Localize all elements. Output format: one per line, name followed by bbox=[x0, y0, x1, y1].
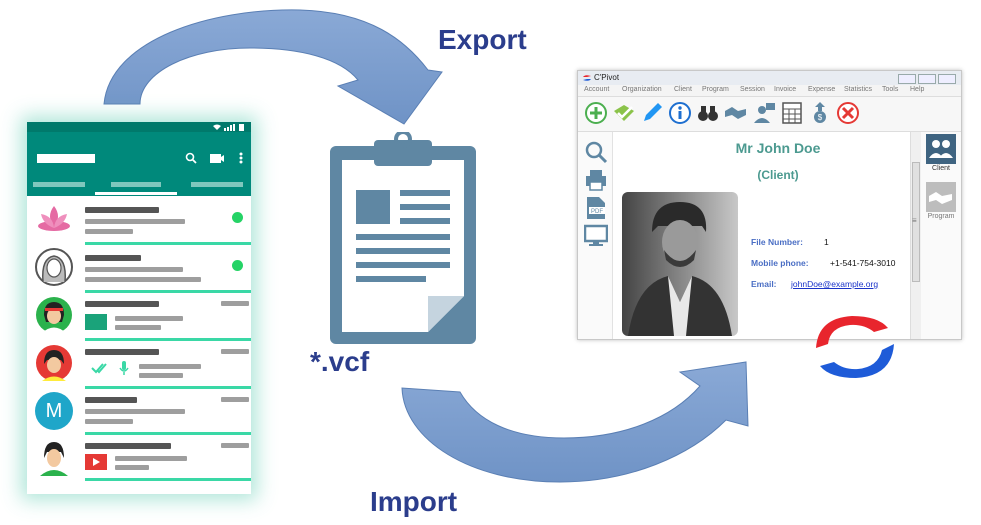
menu-client[interactable]: Client bbox=[674, 86, 692, 93]
edit-pencil-icon[interactable] bbox=[640, 101, 664, 125]
client-group-icon bbox=[926, 134, 956, 164]
phone-tabs bbox=[27, 176, 251, 196]
print-icon[interactable] bbox=[584, 168, 608, 192]
add-icon[interactable] bbox=[584, 101, 608, 125]
scrollbar-thumb[interactable] bbox=[912, 162, 920, 282]
export-arrow-shape bbox=[103, 9, 443, 125]
pdf-text: PDF bbox=[591, 209, 603, 215]
menu-tools[interactable]: Tools bbox=[882, 86, 899, 93]
menu-program[interactable]: Program bbox=[702, 86, 729, 93]
contact-name: Mr John Doe bbox=[735, 140, 821, 156]
import-label: Import bbox=[370, 486, 458, 517]
email-link[interactable]: johnDoe@example.org bbox=[791, 279, 879, 289]
status-icons bbox=[213, 124, 244, 131]
menu-account[interactable]: Account bbox=[584, 86, 610, 93]
file-number-value: 1 bbox=[824, 237, 829, 247]
more-vert-icon[interactable] bbox=[239, 152, 243, 164]
client-photo bbox=[622, 192, 738, 336]
delete-icon[interactable] bbox=[836, 101, 860, 125]
avatar-letter: M bbox=[35, 392, 73, 430]
money-arrows-icon[interactable]: $ bbox=[808, 101, 832, 125]
minimize-button[interactable] bbox=[898, 74, 916, 84]
menu-bar: Account Organization Client Program Sess… bbox=[578, 85, 961, 97]
window-title: C'Pivot bbox=[594, 73, 620, 82]
app-title-placeholder bbox=[37, 154, 95, 163]
side-tab-panel: Client Program bbox=[921, 132, 961, 339]
search-icon[interactable] bbox=[584, 140, 608, 164]
clipboard-icon bbox=[330, 132, 476, 344]
window-title-bar: C'Pivot bbox=[578, 71, 961, 85]
menu-help[interactable]: Help bbox=[910, 86, 925, 93]
camera-icon[interactable] bbox=[209, 152, 225, 164]
session-icon[interactable] bbox=[752, 101, 776, 125]
mobile-phone-label: Mobile phone: bbox=[751, 258, 809, 268]
svg-text:$: $ bbox=[818, 113, 823, 122]
double-check-icon bbox=[91, 363, 107, 374]
close-button[interactable] bbox=[938, 74, 956, 84]
contact-type: (Client) bbox=[757, 168, 799, 182]
menu-invoice[interactable]: Invoice bbox=[774, 86, 797, 93]
phone-status-bar bbox=[27, 122, 251, 132]
image-icon bbox=[85, 314, 107, 330]
left-action-column: PDF bbox=[578, 132, 613, 339]
avatar-icon bbox=[36, 297, 72, 333]
file-number-label: File Number: bbox=[751, 237, 803, 247]
side-tab-client-label: Client bbox=[932, 165, 950, 172]
pdf-icon[interactable]: PDF bbox=[584, 196, 608, 220]
list-item[interactable]: M bbox=[27, 390, 251, 436]
monitor-icon[interactable] bbox=[584, 224, 608, 248]
program-handshake-icon bbox=[926, 182, 956, 212]
lotus-icon bbox=[38, 206, 70, 231]
unread-dot bbox=[232, 212, 243, 223]
vcf-label: *.vcf bbox=[310, 346, 370, 377]
unread-dot bbox=[232, 260, 243, 271]
maximize-button[interactable] bbox=[918, 74, 936, 84]
menu-statistics[interactable]: Statistics bbox=[844, 86, 873, 93]
menu-expense[interactable]: Expense bbox=[808, 86, 836, 93]
avatar-icon bbox=[40, 442, 68, 476]
toolbar: $ bbox=[578, 97, 961, 132]
mobile-phone-value: +1-541-754-3010 bbox=[830, 258, 896, 268]
menu-session[interactable]: Session bbox=[740, 86, 765, 93]
side-tab-program-label: Program bbox=[927, 213, 955, 220]
cpivot-logo bbox=[816, 316, 894, 378]
list-item[interactable] bbox=[27, 246, 251, 292]
menu-organization[interactable]: Organization bbox=[622, 86, 662, 93]
scrollbar[interactable]: ≡ bbox=[910, 132, 921, 339]
export-label: Export bbox=[438, 24, 527, 55]
calculator-icon[interactable] bbox=[780, 101, 804, 125]
info-icon[interactable] bbox=[668, 101, 692, 125]
video-icon bbox=[85, 454, 107, 470]
tab-2[interactable] bbox=[111, 182, 161, 187]
phone-app-bar bbox=[27, 132, 251, 176]
list-item[interactable] bbox=[27, 198, 251, 244]
scroll-marker: ≡ bbox=[912, 216, 917, 225]
microphone-icon bbox=[119, 361, 129, 375]
app-logo-icon bbox=[583, 75, 591, 81]
avatar-icon bbox=[35, 248, 73, 286]
phone-mockup: M bbox=[27, 122, 251, 494]
side-tab-program[interactable]: Program bbox=[923, 182, 957, 226]
tab-active-indicator bbox=[95, 192, 177, 195]
binoculars-icon[interactable] bbox=[696, 101, 720, 125]
import-arrow-shape bbox=[401, 361, 749, 483]
tab-3[interactable] bbox=[191, 182, 243, 187]
avatar-icon bbox=[36, 345, 72, 381]
handshake-icon[interactable] bbox=[724, 101, 748, 125]
list-item[interactable] bbox=[27, 342, 251, 388]
client-detail-panel: PDF Mr John Doe (Client) File Number: 1 … bbox=[578, 132, 961, 339]
validate-icon[interactable] bbox=[612, 101, 636, 125]
search-icon[interactable] bbox=[185, 152, 197, 164]
list-item[interactable] bbox=[27, 436, 251, 482]
list-item[interactable] bbox=[27, 294, 251, 340]
tab-1[interactable] bbox=[33, 182, 85, 187]
side-tab-client[interactable]: Client bbox=[923, 134, 957, 178]
email-label: Email: bbox=[751, 279, 777, 289]
app-window: C'Pivot Account Organization Client Prog… bbox=[577, 70, 962, 340]
